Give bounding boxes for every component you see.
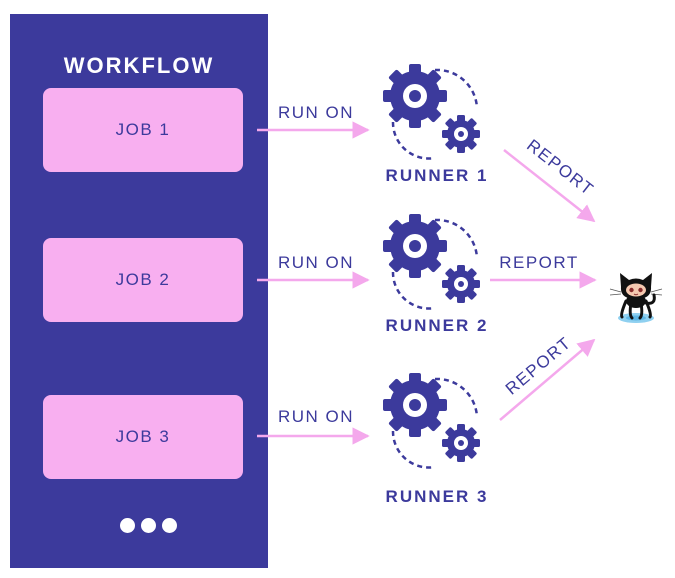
workflow-panel: WORKFLOW JOB 1 JOB 2 JOB 3: [10, 14, 268, 568]
job-2-box: JOB 2: [43, 238, 243, 322]
ellipsis-dot: [120, 518, 135, 533]
runner-3-label: RUNNER 3: [386, 487, 489, 506]
job-3-box: JOB 3: [43, 395, 243, 479]
run-on-label-1: RUN ON: [278, 103, 354, 122]
runner-1-label: RUNNER 1: [386, 166, 489, 185]
ellipsis-dot: [141, 518, 156, 533]
gears-icon: [381, 371, 482, 469]
job-1-box: JOB 1: [43, 88, 243, 172]
job-3-label: JOB 3: [115, 427, 171, 446]
gears-icon: [381, 62, 482, 160]
gears-icon: [381, 212, 482, 310]
report-label-2: REPORT: [499, 253, 579, 272]
report-arrow-3: [499, 338, 596, 421]
workflow-title: WORKFLOW: [63, 53, 215, 78]
more-jobs-ellipsis: [120, 518, 177, 533]
ellipsis-dot: [162, 518, 177, 533]
job-2-label: JOB 2: [115, 270, 171, 289]
runner-2-label: RUNNER 2: [386, 316, 489, 335]
run-on-label-3: RUN ON: [278, 407, 354, 426]
run-on-label-2: RUN ON: [278, 253, 354, 272]
report-label-1: REPORT: [523, 136, 597, 200]
job-1-label: JOB 1: [115, 120, 171, 139]
octocat-icon: [609, 273, 663, 323]
report-arrow-1: [503, 149, 596, 223]
